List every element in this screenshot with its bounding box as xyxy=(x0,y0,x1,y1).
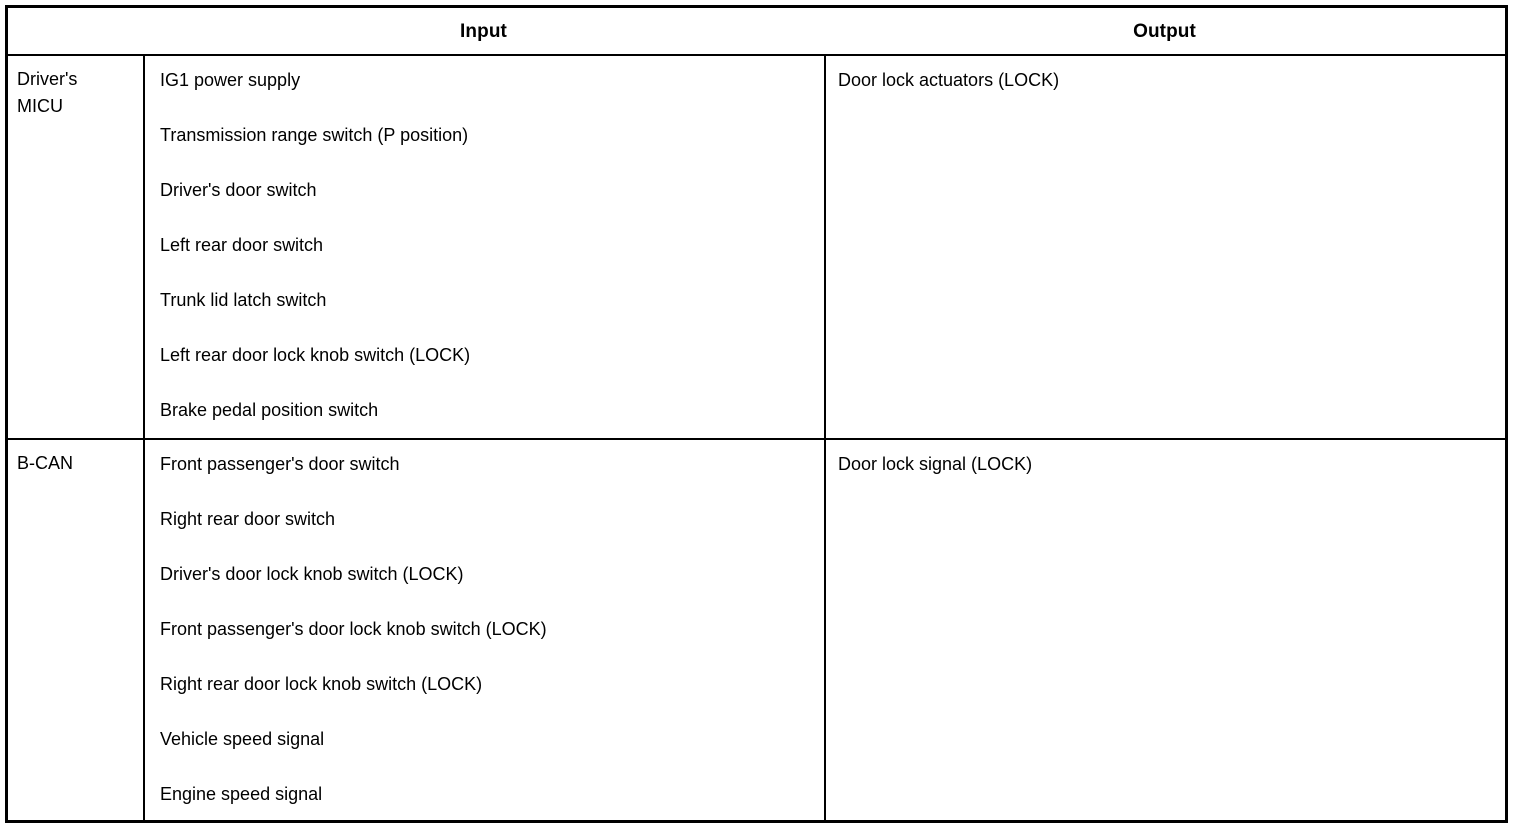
table-header-row: Input Output xyxy=(8,8,1505,56)
list-item: IG1 power supply xyxy=(160,70,301,90)
row-input-cell: IG1 power supply Transmission range swit… xyxy=(143,56,824,438)
list-item: Door lock signal (LOCK) xyxy=(838,454,1033,474)
row-output-cell: Door lock actuators (LOCK) xyxy=(824,56,1505,438)
list-item: Driver's door lock knob switch (LOCK) xyxy=(160,564,464,584)
list-item: Left rear door switch xyxy=(160,235,324,255)
table-row: Driver's MICU IG1 power supply Transmiss… xyxy=(8,56,1505,440)
table-row: B-CAN Front passenger's door switch Righ… xyxy=(8,440,1505,820)
table-header-input: Input xyxy=(460,21,507,42)
list-item: Trunk lid latch switch xyxy=(160,290,327,310)
table-header-output: Output xyxy=(1133,21,1196,42)
row-label-cell: B-CAN xyxy=(8,440,143,820)
list-item: Right rear door switch xyxy=(160,509,336,529)
row-label-text: B-CAN xyxy=(17,453,74,473)
list-item: Transmission range switch (P position) xyxy=(160,125,469,145)
row-input-cell: Front passenger's door switch Right rear… xyxy=(143,440,824,820)
list-item: Driver's door switch xyxy=(160,180,317,200)
row-output-cell: Door lock signal (LOCK) xyxy=(824,440,1505,820)
table-header-corner xyxy=(8,8,143,56)
list-item: Vehicle speed signal xyxy=(160,729,325,749)
output-item-list: Door lock actuators (LOCK) xyxy=(838,66,1505,94)
row-label-cell: Driver's MICU xyxy=(8,56,143,438)
row-label-text: Driver's MICU xyxy=(17,69,78,116)
list-item: Brake pedal position switch xyxy=(160,400,379,420)
output-item-list: Door lock signal (LOCK) xyxy=(838,450,1505,478)
table-body: Driver's MICU IG1 power supply Transmiss… xyxy=(8,56,1505,820)
list-item: Right rear door lock knob switch (LOCK) xyxy=(160,674,483,694)
input-item-list: IG1 power supply Transmission range swit… xyxy=(160,66,824,451)
list-item: Front passenger's door switch xyxy=(160,454,400,474)
input-output-table: Input Output Driver's MICU IG1 power sup… xyxy=(5,5,1508,823)
list-item: Door lock actuators (LOCK) xyxy=(838,70,1060,90)
list-item: Left rear door lock knob switch (LOCK) xyxy=(160,345,471,365)
list-item: Front passenger's door lock knob switch … xyxy=(160,619,547,639)
input-item-list: Front passenger's door switch Right rear… xyxy=(160,450,824,835)
list-item: Engine speed signal xyxy=(160,784,323,804)
